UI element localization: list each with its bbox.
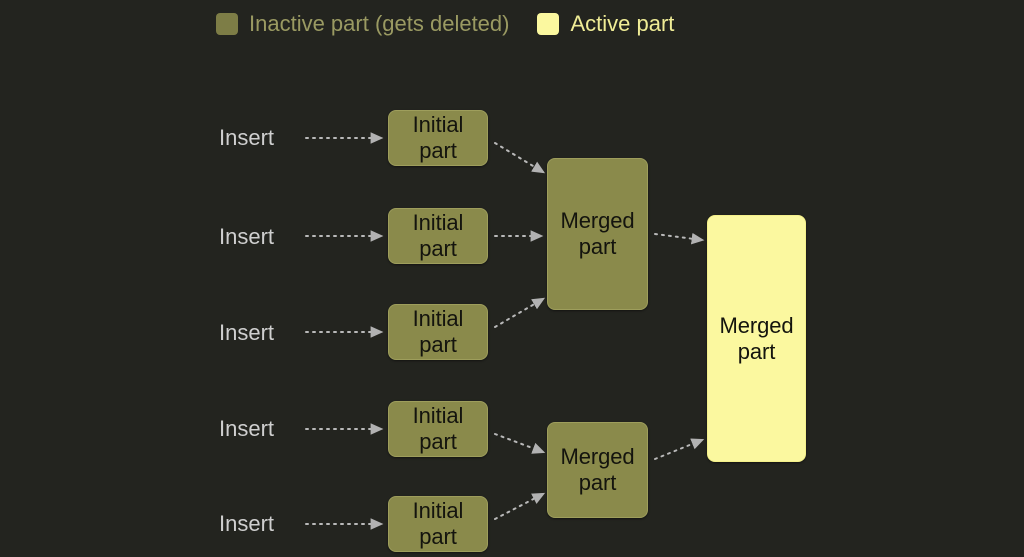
node-text-line1: Initial — [412, 403, 464, 428]
arrow-merged-top-to-active — [654, 232, 705, 245]
node-text-line2: part — [419, 332, 457, 357]
merged-part-node-bottom[interactable]: Merged part — [547, 422, 648, 518]
initial-part-node-1[interactable]: Initial part — [388, 110, 488, 166]
legend: Inactive part (gets deleted) Active part — [216, 8, 674, 40]
legend-label-inactive: Inactive part (gets deleted) — [249, 11, 510, 36]
node-text-line2: part — [578, 234, 617, 259]
node-text-line1: Merged — [560, 444, 635, 469]
legend-label-active: Active part — [570, 11, 675, 36]
initial-part-node-2[interactable]: Initial part — [388, 208, 488, 264]
legend-entry-inactive: Inactive part (gets deleted) — [216, 13, 509, 35]
node-text-line2: part — [737, 338, 776, 364]
insert-label-5: Insert — [219, 511, 275, 536]
node-text-line1: Initial — [412, 210, 464, 235]
arrow-merged-bottom-to-active — [654, 438, 705, 460]
legend-entry-active: Active part — [537, 13, 674, 35]
node-text-line2: part — [419, 524, 457, 549]
initial-part-node-5[interactable]: Initial part — [388, 496, 488, 552]
initial-part-node-4[interactable]: Initial part — [388, 401, 488, 457]
node-text-line2: part — [419, 236, 457, 261]
arrow-ip1-to-merged-top — [494, 142, 546, 174]
inactive-swatch-icon — [216, 13, 238, 35]
insert-label-4: Insert — [219, 416, 275, 441]
initial-part-node-3[interactable]: Initial part — [388, 304, 488, 360]
insert-label-3: Insert — [219, 320, 275, 345]
active-swatch-icon — [537, 13, 560, 35]
node-text-line2: part — [419, 429, 457, 454]
merged-part-node-top[interactable]: Merged part — [547, 158, 648, 310]
node-text-line1: Merged — [719, 312, 794, 338]
arrow-ip4-to-merged-bottom — [494, 433, 546, 454]
arrow-ip5-to-merged-bottom — [494, 492, 546, 520]
insert-label-1: Insert — [219, 125, 275, 150]
insert-label-2: Insert — [219, 224, 275, 249]
merged-part-node-active[interactable]: Merged part — [707, 215, 806, 462]
node-text-line2: part — [578, 470, 617, 495]
arrow-ip3-to-merged-top — [494, 297, 546, 328]
node-text-line1: Initial — [412, 112, 464, 137]
node-text-line1: Initial — [412, 498, 464, 523]
node-text-line1: Initial — [412, 306, 464, 331]
node-text-line2: part — [419, 138, 457, 163]
node-text-line1: Merged — [560, 208, 635, 233]
